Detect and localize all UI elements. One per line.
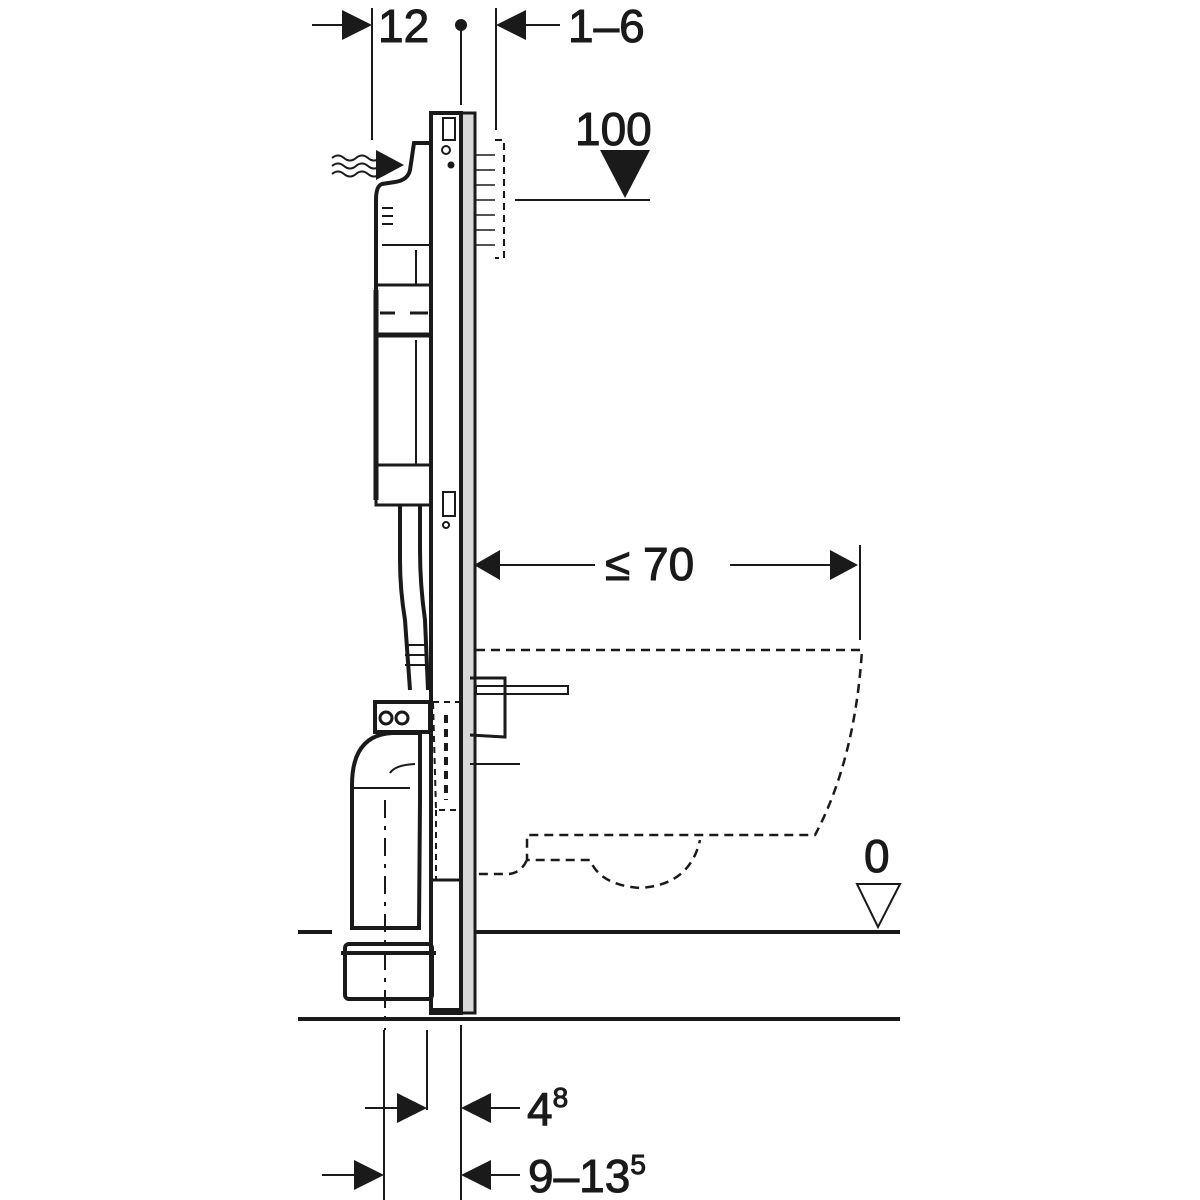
dim-4-8: 48 bbox=[527, 1082, 568, 1135]
flush-pipe bbox=[398, 505, 430, 691]
top-dimension bbox=[312, 8, 560, 140]
cistern bbox=[373, 141, 431, 507]
installation-frame bbox=[429, 111, 477, 1015]
bottom-dimension bbox=[322, 1025, 520, 1200]
dim-max-70: ≤ 70 bbox=[605, 538, 694, 590]
projection-dimension bbox=[474, 545, 861, 640]
air-flow-icon bbox=[331, 150, 404, 180]
dim-1-6: 1–6 bbox=[568, 0, 645, 52]
dim-100: 100 bbox=[575, 103, 652, 155]
floor-lines bbox=[298, 930, 900, 1021]
wc-bowl-outline bbox=[473, 648, 864, 890]
drain-bend bbox=[341, 700, 463, 1030]
actuator-plate bbox=[475, 139, 505, 259]
wc-bolt bbox=[469, 676, 569, 765]
level-marker-filled-icon bbox=[600, 150, 650, 198]
level-marker-hollow-icon bbox=[855, 883, 902, 930]
dim-9-13-5: 9–135 bbox=[528, 1149, 646, 1200]
dim-0: 0 bbox=[864, 830, 890, 882]
dim-12: 12 bbox=[378, 0, 429, 52]
